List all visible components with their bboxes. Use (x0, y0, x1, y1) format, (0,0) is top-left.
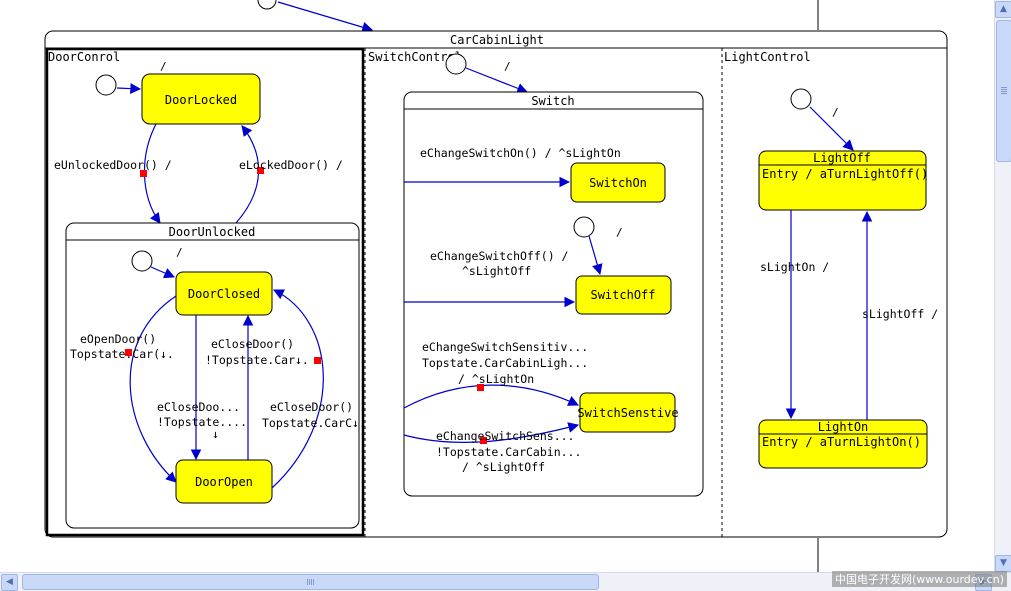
scroll-up-icon[interactable]: ▲ (995, 1, 1011, 18)
initial-pseudostate[interactable] (257, 0, 277, 10)
vertical-scrollbar[interactable]: ▲ ▼ (994, 0, 1011, 572)
initial-pseudostate[interactable] (445, 53, 467, 75)
state-name: DoorOpen (195, 475, 253, 489)
guard-marker (140, 170, 147, 177)
state-name: DoorUnlocked (169, 225, 256, 239)
state-name: LightOff (813, 151, 871, 165)
transition-label: !Topstate.... (157, 415, 247, 429)
transition-label: eLockedDoor() / (239, 158, 343, 172)
state-name: LightOn (818, 420, 869, 434)
guard-marker (257, 167, 264, 174)
guard-marker (125, 349, 132, 356)
guard-marker (314, 357, 321, 364)
state-name: SwitchSenstive (577, 406, 678, 420)
transition-label: sLightOn / (760, 260, 829, 274)
transition-label: / (176, 246, 183, 259)
initial-pseudostate[interactable] (95, 74, 117, 96)
state-light-on[interactable]: LightOn Entry / aTurnLightOn() (758, 419, 928, 469)
state-door-open[interactable]: DoorOpen (175, 459, 273, 504)
region-door-control[interactable]: DoorConrol (45, 47, 365, 537)
transition-label: / (616, 226, 623, 239)
region-label: DoorConrol (48, 50, 120, 64)
transition-label: eChangeSwitchOn() / ^sLightOn (420, 146, 621, 160)
initial-pseudostate[interactable] (131, 250, 153, 272)
transition-label: / ^sLightOn (458, 372, 534, 386)
transition-label: Topstate.Car(↓. (70, 347, 174, 361)
transition-label: / ^sLightOff (462, 460, 545, 474)
grip-icon (1001, 87, 1007, 94)
state-door-unlocked[interactable]: DoorUnlocked (65, 222, 360, 529)
transition-label: eChangeSwitchOff() / (430, 249, 569, 263)
state-light-off[interactable]: LightOff Entry / aTurnLightOff() (758, 150, 928, 211)
state-door-closed[interactable]: DoorClosed (175, 271, 273, 316)
guard-marker (477, 384, 484, 391)
state-name: SwitchOn (589, 176, 647, 190)
vertical-scroll-thumb[interactable] (996, 20, 1011, 162)
scroll-down-icon[interactable]: ▼ (995, 555, 1011, 572)
transition-label: / (504, 60, 511, 73)
transition-label: ↓ (212, 427, 219, 441)
state-name: DoorLocked (165, 93, 237, 107)
state-switch-on[interactable]: SwitchOn (570, 162, 666, 203)
transition-label: eCloseDoo... (157, 400, 240, 414)
transition-label: ^sLightOff (462, 264, 531, 278)
transition-label: Topstate.CarCabinLigh... (422, 356, 588, 370)
diagram-canvas[interactable]: CarCabinLight DoorConrol SwitchControl L… (0, 0, 994, 572)
state-name: DoorClosed (188, 287, 260, 301)
transition-label: eChangeSwitchSens... (436, 429, 574, 443)
region-label-switch-control: SwitchControl (368, 50, 462, 64)
watermark: 中国电子开发网(www.ourdev.cn) (831, 571, 1007, 587)
initial-pseudostate[interactable] (790, 88, 812, 110)
horizontal-scroll-thumb[interactable] (22, 574, 599, 590)
guard-marker (480, 437, 487, 444)
entry-action: Entry / aTurnLightOff() (762, 167, 928, 181)
transition-label: eCloseDoor() (270, 400, 353, 414)
transition-label: eChangeSwitchSensitiv... (422, 340, 588, 354)
grip-icon (307, 579, 314, 585)
state-door-locked[interactable]: DoorLocked (141, 73, 261, 125)
state-name: Switch (531, 94, 574, 108)
transition-label: / (160, 60, 167, 73)
state-name: SwitchOff (590, 288, 655, 302)
entry-action: Entry / aTurnLightOn() (762, 435, 921, 449)
transition-label: !Topstate.Car↓. (205, 353, 309, 367)
statechart-diagram: CarCabinLight DoorConrol SwitchControl L… (44, 0, 948, 572)
transition-label: Topstate.CarC↓. (262, 416, 366, 430)
transition-label: eCloseDoor() (211, 337, 294, 351)
transition-label: / (832, 106, 839, 119)
state-name: CarCabinLight (450, 33, 544, 47)
scroll-left-icon[interactable]: ◀ (1, 574, 18, 591)
transition-label: eOpenDoor() (80, 332, 156, 346)
state-switch-sensitive[interactable]: SwitchSenstive (577, 392, 679, 433)
transition-label: eUnlockedDoor() / (54, 158, 172, 172)
transition-label: sLightOff / (862, 307, 938, 321)
state-switch-off[interactable]: SwitchOff (575, 275, 672, 315)
region-label-light-control: LightControl (724, 50, 811, 64)
transition-label: !Topstate.CarCabin... (436, 445, 581, 459)
initial-pseudostate[interactable] (573, 216, 595, 238)
